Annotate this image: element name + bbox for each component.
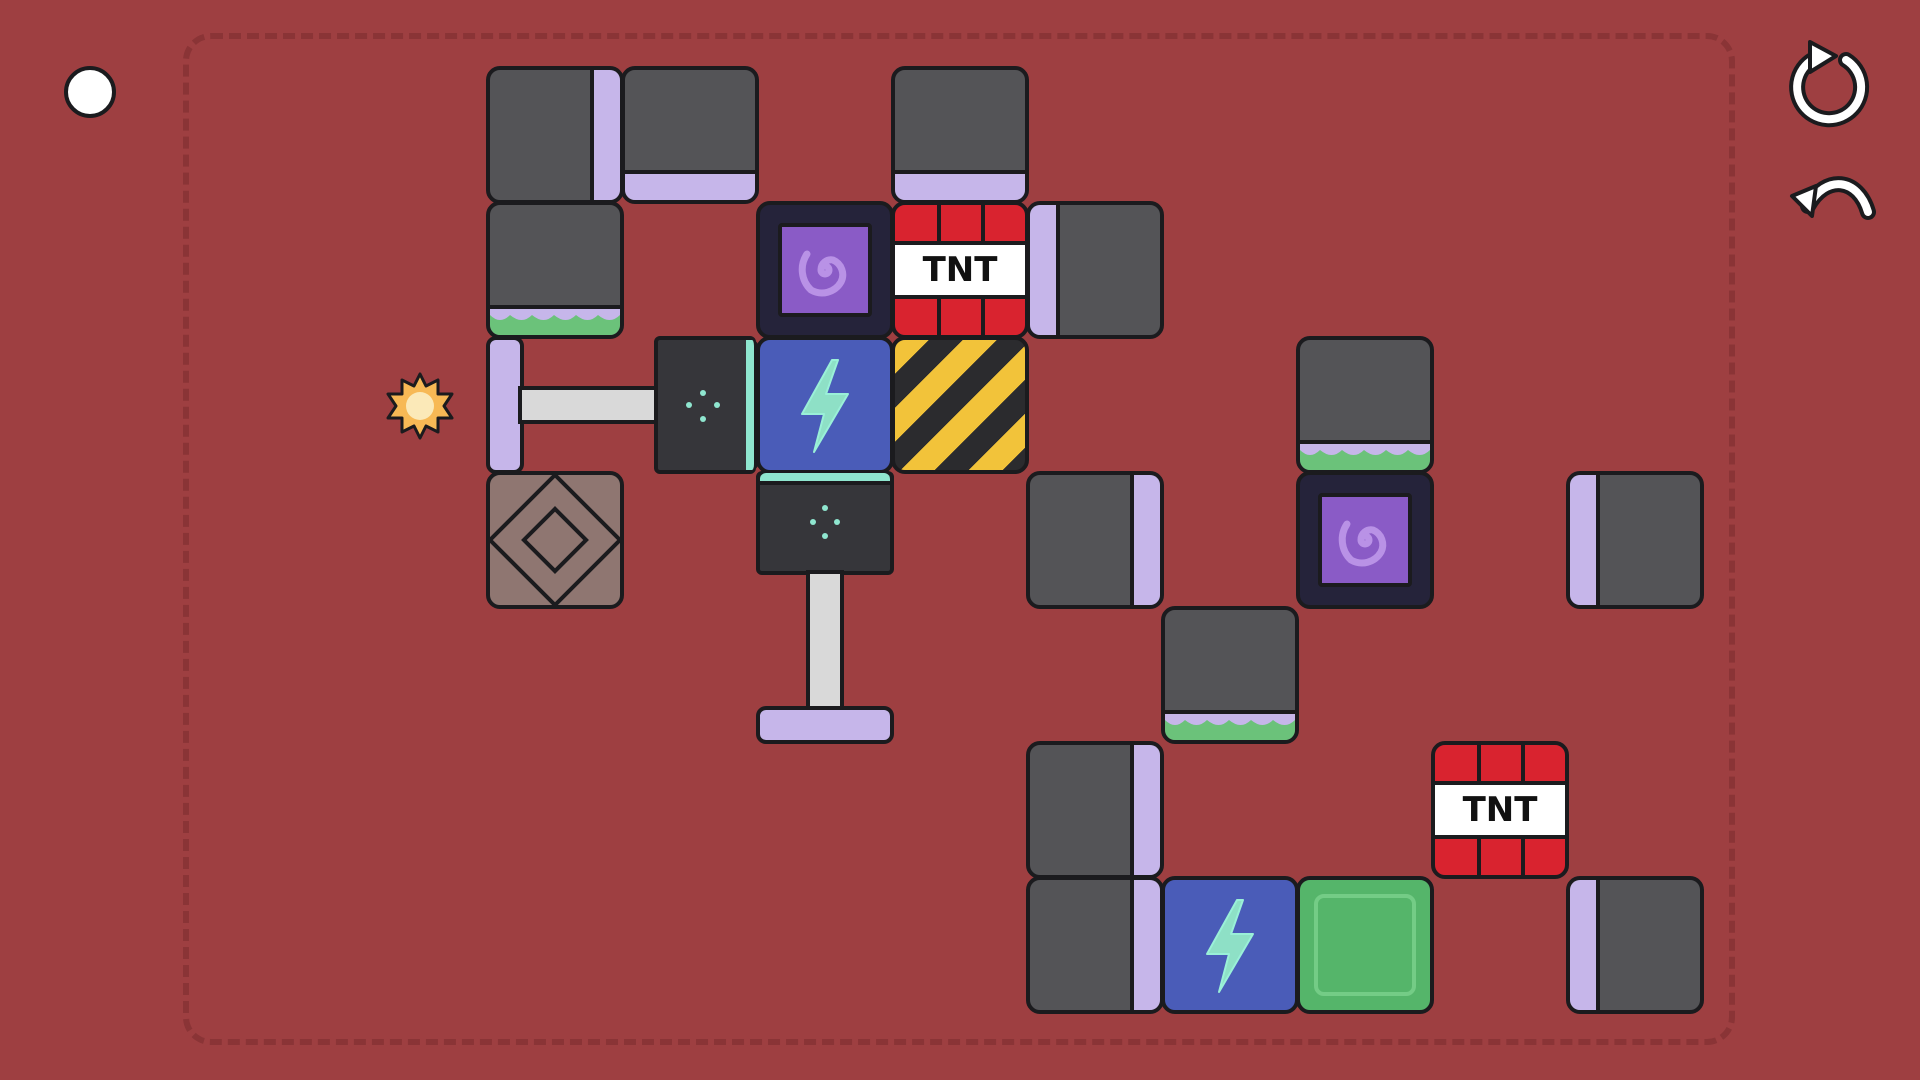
board-border [183, 33, 1735, 1045]
tnt-label: TNT [895, 241, 1025, 299]
piston-block[interactable] [756, 471, 894, 575]
goal-block [1296, 876, 1434, 1014]
portal-tile [756, 201, 894, 339]
stone-block [1026, 741, 1164, 879]
stone-block [891, 66, 1029, 204]
tnt-block: TNT [891, 201, 1029, 339]
stone-block [1566, 471, 1704, 609]
grass-block [1161, 606, 1299, 744]
piston-glow [760, 473, 890, 485]
undo-icon[interactable] [1786, 168, 1878, 230]
lightning-block [756, 336, 894, 474]
restart-icon[interactable] [1786, 36, 1874, 132]
sun-player-icon[interactable] [386, 372, 454, 440]
grass-block [1296, 336, 1434, 474]
tnt-label: TNT [1435, 781, 1565, 839]
lightning-block [1161, 876, 1299, 1014]
piston-block[interactable] [654, 336, 756, 474]
hazard-block [891, 336, 1029, 474]
grass-block [486, 201, 624, 339]
stone-block [621, 66, 759, 204]
portal-tile [1296, 471, 1434, 609]
piston-rod [806, 570, 844, 712]
stone-block [1026, 876, 1164, 1014]
cross-block [486, 471, 624, 609]
stone-block [1026, 201, 1164, 339]
tnt-block: TNT [1431, 741, 1569, 879]
piston-rod [518, 386, 658, 424]
stone-block [1026, 471, 1164, 609]
piston-head [756, 706, 894, 744]
stone-block [1566, 876, 1704, 1014]
stone-block [486, 66, 624, 204]
status-dot-icon[interactable] [62, 64, 118, 120]
